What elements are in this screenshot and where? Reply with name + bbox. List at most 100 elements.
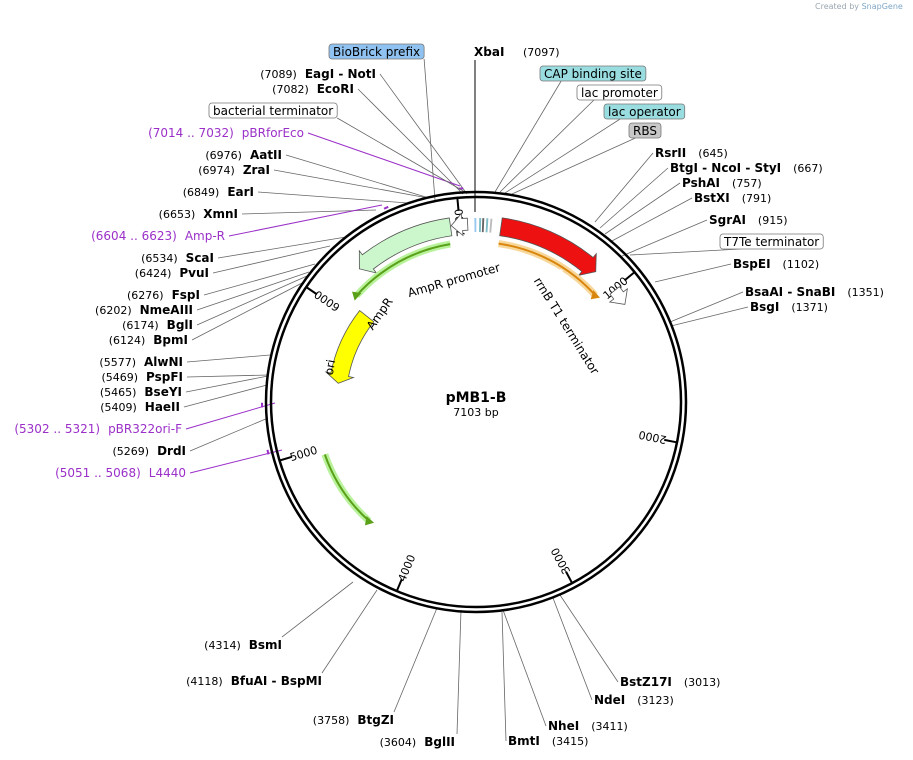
site-bseyi[interactable]: BseYI(5465): [100, 385, 182, 399]
site-bstxi[interactable]: BstXI(791): [694, 191, 771, 205]
tick-mark: [396, 578, 403, 591]
site-position: (4118): [186, 675, 223, 688]
site-eagi[interactable]: EagI - NotI(7089): [260, 67, 376, 81]
feature-rrnb-t1-terminator[interactable]: [608, 286, 628, 305]
site-xbai[interactable]: XbaI(7097): [474, 45, 560, 59]
site-aatii[interactable]: AatII(6976): [205, 148, 282, 162]
site-position: (5409): [100, 401, 137, 414]
feature-label-text: CAP binding site: [544, 67, 642, 81]
leader-line: [502, 609, 547, 727]
primer-binding-mark: [266, 449, 270, 455]
tick-label: 2000: [638, 428, 668, 446]
site-position: (3123): [637, 694, 674, 707]
feature-mrfp1[interactable]: [499, 217, 597, 277]
site-pvui[interactable]: PvuI(6424): [135, 266, 209, 280]
site-nmeaiii[interactable]: NmeAIII(6202): [95, 303, 193, 317]
site-alwni[interactable]: AlwNI(5577): [99, 355, 183, 369]
feature-label-lac-promoter[interactable]: lac promoter: [576, 84, 663, 101]
orf-arrowhead: [590, 290, 601, 300]
site-btgi[interactable]: BtgI - NcoI - StyI(667): [670, 161, 823, 175]
site-bgli[interactable]: BglI(6174): [122, 318, 193, 332]
site-position: (6202): [95, 304, 132, 317]
feature-label-t7te-terminator[interactable]: T7Te terminator: [719, 233, 824, 250]
enzyme-name: ScaI: [186, 251, 214, 265]
site-bsgi[interactable]: BsgI(1371): [750, 300, 828, 314]
orf-line: [498, 242, 596, 296]
label-leaders: [183, 58, 749, 742]
site-labels: XbaI(7097) RsrII(645)BtgI - NcoI - StyI(6…: [14, 43, 884, 749]
site-pshai[interactable]: PshAI(757): [682, 176, 762, 190]
leader-line: [191, 282, 303, 341]
feature-label-box: [719, 233, 824, 250]
feature-label-cap-binding-site[interactable]: CAP binding site: [539, 65, 647, 82]
leader-line: [337, 117, 466, 193]
site-fspi[interactable]: FspI(6276): [127, 288, 200, 302]
feature-label-box: [628, 122, 662, 139]
primer-l4440[interactable]: L4440(5051 .. 5068): [55, 466, 186, 480]
site-rsrii[interactable]: RsrII(645): [655, 146, 728, 160]
site-xmni[interactable]: XmnI(6653): [159, 207, 238, 221]
site-bsaai[interactable]: BsaAI - SnaBI(1351): [745, 285, 884, 299]
site-bfuai[interactable]: BfuAI - BspMI(4118): [186, 674, 322, 688]
feature-label-text: T7Te terminator: [723, 235, 819, 249]
site-btgzi[interactable]: BtgZI(3758): [313, 713, 394, 727]
site-scai[interactable]: ScaI(6534): [141, 251, 214, 265]
site-haeii[interactable]: HaeII(5409): [100, 400, 180, 414]
leader-line: [257, 191, 409, 204]
site-eari[interactable]: EarI(6849): [183, 185, 254, 199]
feature-label-biobrick-prefix[interactable]: BioBrick prefix: [328, 43, 425, 60]
tick-mark: [664, 438, 677, 444]
orf-glow: [321, 453, 372, 524]
feature-ampr[interactable]: [358, 217, 453, 274]
site-position: (6174): [122, 319, 159, 332]
primer-range: (7014 .. 7032): [148, 126, 234, 140]
primer-pbr322ori-f[interactable]: pBR322ori-F(5302 .. 5321): [14, 422, 182, 436]
site-bspei[interactable]: BspEI(1102): [733, 257, 819, 271]
credit: Created by SnapGene: [815, 2, 903, 11]
feature-ampr-promoter[interactable]: [450, 212, 469, 237]
feature-label-box: [208, 102, 338, 119]
orf-arcs: [321, 240, 601, 526]
orf-arrowhead: [352, 291, 362, 301]
leader-line: [379, 73, 468, 195]
leader-line: [599, 167, 669, 229]
site-bpmi[interactable]: BpmI(6124): [109, 333, 188, 347]
site-position: (5269): [112, 445, 149, 458]
features: [324, 212, 628, 384]
site-position: (645): [698, 147, 728, 160]
site-ndei[interactable]: NdeI(3123): [594, 693, 674, 707]
site-position: (7097): [523, 46, 560, 59]
leader-line: [594, 152, 654, 223]
feature-arrow: [324, 310, 375, 384]
site-bglii[interactable]: BglII(3604): [380, 735, 455, 749]
primer-range: (5302 .. 5321): [14, 422, 100, 436]
site-position: (6849): [183, 186, 220, 199]
leader-line: [185, 375, 269, 393]
feature-label-rbs[interactable]: RBS: [628, 122, 662, 139]
feature-label-box: [576, 84, 663, 101]
orf-line: [323, 454, 370, 522]
feature-label-lac-operator[interactable]: lac operator: [603, 103, 686, 120]
primer-name: Amp-R: [185, 229, 225, 243]
feature-ori[interactable]: [324, 310, 375, 384]
site-bstz17i[interactable]: BstZ17I(3013): [620, 675, 720, 689]
enzyme-name: PshAI: [682, 176, 720, 190]
credit-prefix: Created by: [815, 2, 860, 11]
site-ecori[interactable]: EcoRI(7082): [272, 82, 354, 96]
primer-amp-r[interactable]: Amp-R(6604 .. 6623): [91, 229, 225, 243]
feature-label-bacterial-terminator[interactable]: bacterial terminator: [208, 102, 338, 119]
enzyme-name: AlwNI: [144, 355, 183, 369]
site-drdi[interactable]: DrdI(5269): [112, 444, 186, 458]
site-pspfi[interactable]: PspFI(5469): [101, 370, 183, 384]
site-nhei[interactable]: NheI(3411): [548, 719, 628, 733]
primer-pbrforeco[interactable]: pBRforEco(7014 .. 7032): [148, 126, 304, 140]
site-sgrai[interactable]: SgrAI(915): [709, 213, 788, 227]
site-bsmi[interactable]: BsmI(4314): [204, 638, 282, 652]
site-position: (1371): [791, 301, 828, 314]
site-bmti[interactable]: BmtI(3415): [508, 734, 588, 748]
backbone-inner-strand: [269, 195, 683, 609]
feature-label-text: BioBrick prefix: [333, 45, 420, 59]
leader-line: [183, 384, 268, 408]
plasmid-length: 7103 bp: [453, 406, 498, 419]
site-zrai[interactable]: ZraI(6974): [198, 163, 270, 177]
